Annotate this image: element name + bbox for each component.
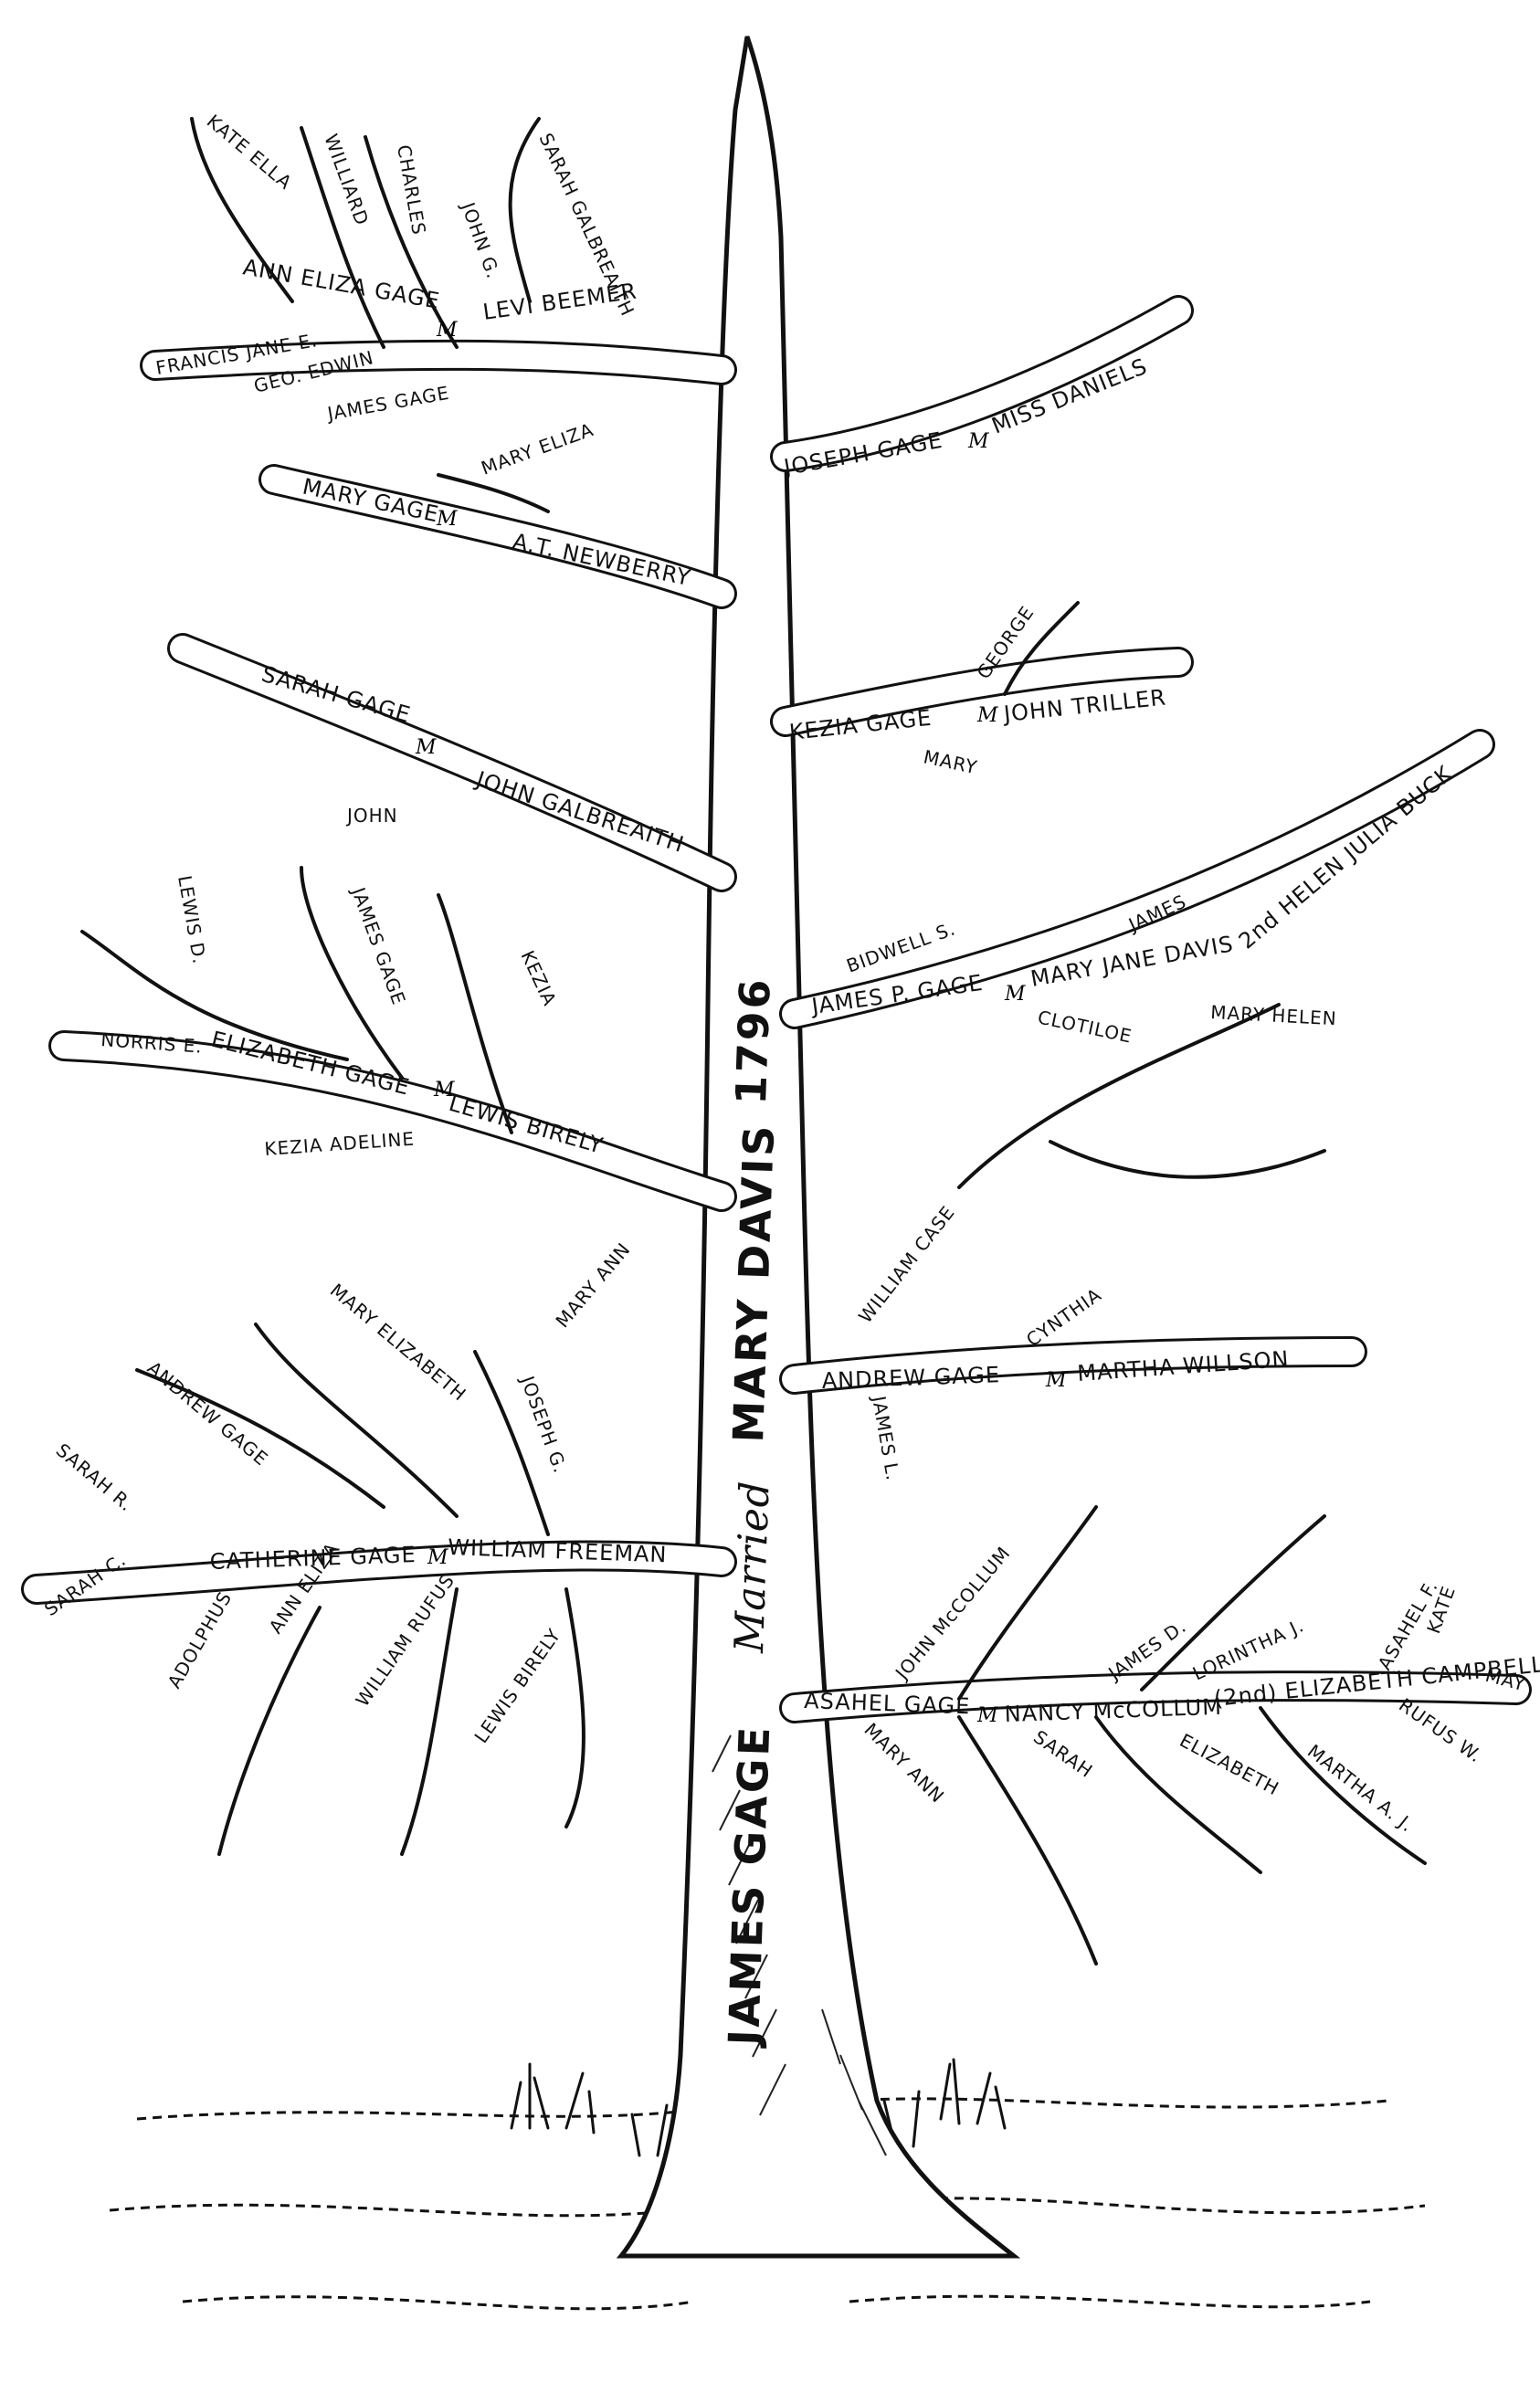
child-james-gage: JAMES GAGE	[324, 382, 451, 425]
child-kate-ella: KATE ELLA	[203, 110, 297, 194]
couple-john-galbreaith: JOHN GALBREAITH	[471, 765, 687, 858]
child-mary: MARY	[922, 745, 979, 778]
marriage-mark: M	[1045, 1369, 1067, 1392]
child-william-case: WILLIAM CASE	[854, 1201, 959, 1327]
child-mary-eliza: MARY ELIZA	[479, 418, 597, 480]
child-elizabeth: ELIZABETH	[1176, 1729, 1283, 1799]
child-andrew-gage: ANDREW GAGE	[143, 1356, 273, 1470]
marriage-mark: M	[436, 319, 458, 342]
child-john-mccollum: JOHN McCOLLUM	[890, 1542, 1015, 1684]
child-mary-ann: MARY ANN	[551, 1238, 634, 1333]
child-sarah-r: SARAH R.	[52, 1439, 138, 1515]
marriage-mark: M	[436, 508, 458, 531]
child-lewis-d: LEWIS D.	[174, 874, 211, 966]
child-mary-elizabeth: MARY ELIZABETH	[326, 1279, 471, 1405]
child-rufus-w: RUFUS W.	[1395, 1693, 1486, 1766]
child-kezia-adeline: KEZIA ADELINE	[264, 1128, 416, 1160]
marriage-mark: M	[433, 1079, 455, 1101]
child-john-g: JOHN G.	[457, 198, 505, 282]
couple-mary-gage: MARY GAGE	[301, 473, 441, 527]
married-word: Married	[726, 1480, 779, 1654]
child-james-l: JAMES L.	[868, 1393, 904, 1482]
couple-andrew-gage: ANDREW GAGE	[821, 1362, 1000, 1394]
child-mary-helen: MARY HELEN	[1210, 1001, 1338, 1029]
marriage-mark: M	[976, 1704, 998, 1727]
marriage-mark: M	[415, 736, 437, 759]
child-sarah: SARAH	[1029, 1725, 1097, 1782]
couple-a-t-newberry: A.T. NEWBERRY	[511, 528, 693, 591]
child-adolphus: ADOLPHUS	[163, 1587, 237, 1692]
marriage-mark: M	[976, 704, 998, 727]
child-john: JOHN	[345, 805, 398, 827]
child-kezia: KEZIA	[516, 947, 561, 1009]
child-william-rufus: WILLIAM RUFUS	[351, 1570, 459, 1711]
marriage-mark: M	[427, 1546, 448, 1569]
child-martha-a-j: MARTHA A. J.	[1303, 1740, 1419, 1837]
child-mary-ann-a: MARY ANN	[860, 1719, 948, 1808]
couple-labels: ANN ELIZA GAGE LEVI BEEMER JOSEPH GAGE M…	[209, 254, 1540, 1727]
child-clotiloe: CLOTILOE	[1036, 1006, 1134, 1047]
child-james-gage-2: JAMES GAGE	[347, 883, 410, 1008]
marriage-mark: M	[967, 430, 989, 453]
child-lewis-birely: LEWIS BIRELY	[469, 1624, 564, 1746]
child-cynthia: CYNTHIA	[1022, 1283, 1105, 1351]
child-charles: CHARLES	[393, 143, 430, 237]
marriage-year: 1796	[726, 976, 780, 1106]
marriage-mark: M	[1004, 983, 1026, 1006]
